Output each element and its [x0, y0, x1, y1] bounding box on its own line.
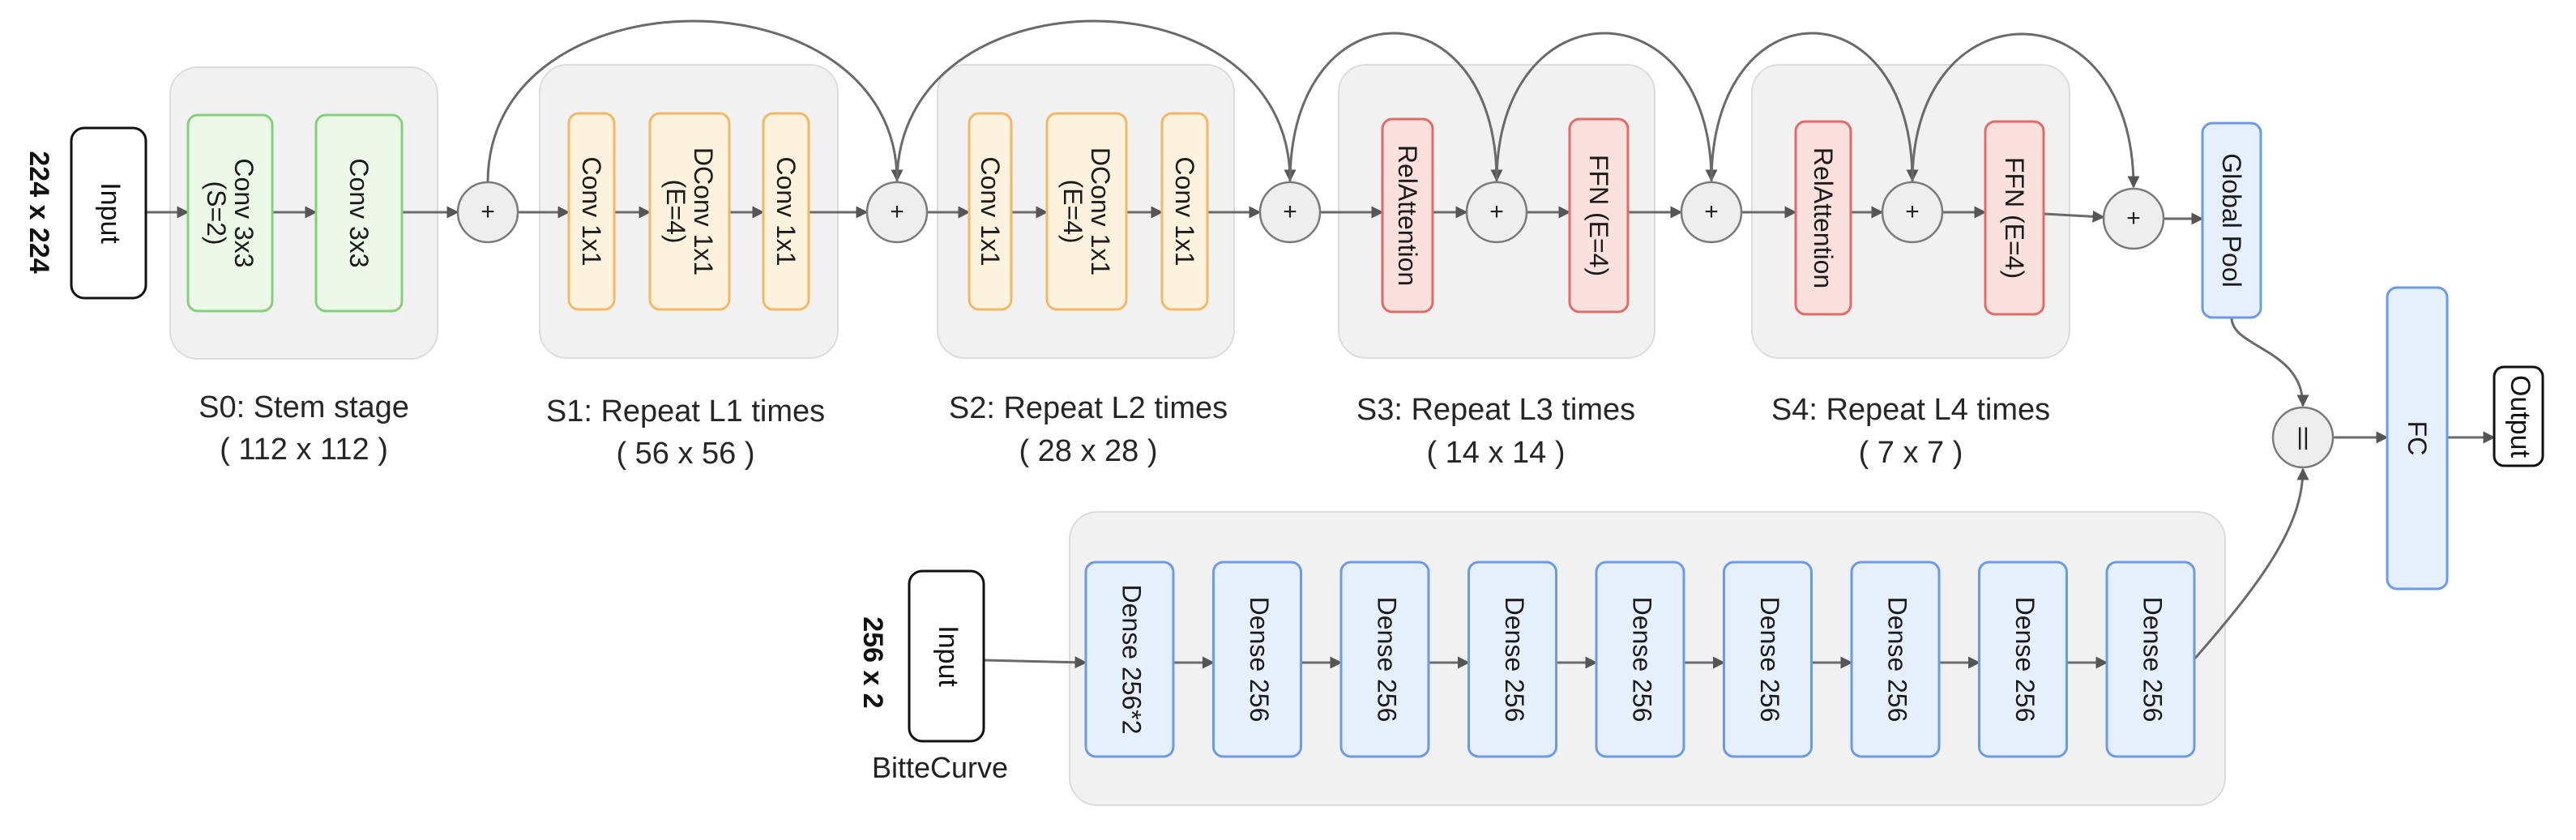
stage-s4-resolution: ( 7 x 7 ): [1859, 436, 1963, 470]
block-conv-1x1: Conv 1x1: [968, 112, 1013, 311]
svg-text:+: +: [890, 198, 904, 225]
block-ffn-e-4: FFN (E=4): [1984, 120, 2045, 316]
block-conv-1x1: Conv 1x1: [567, 112, 616, 311]
dense-block-5: Dense 256: [1595, 561, 1685, 758]
block-conv-1x1: Conv 1x1: [1160, 112, 1209, 311]
dense-block-label: Dense 256: [1245, 597, 1274, 723]
block-label: Conv 3x3: [344, 158, 374, 267]
layer-blocks: Conv 3x3(S=2) Conv 3x3 Conv 1x1 DConv 1x1(E…: [186, 112, 2449, 591]
curve-input-size: 256 x 2: [857, 616, 888, 708]
block-label: Conv 1x1: [1170, 156, 1199, 266]
dense-block-label: Dense 256: [1500, 597, 1529, 723]
stage-s1-caption: S1: Repeat L1 times: [546, 394, 825, 429]
curve-input-label: Input: [933, 625, 963, 687]
dense-block-label: Dense 256: [1373, 597, 1402, 723]
block-label: RelAttention: [1393, 145, 1422, 286]
dense-block-label: Dense 256: [1883, 597, 1912, 723]
block-label: FFN (E=4): [1584, 155, 1613, 276]
stage-s2-caption: S2: Repeat L2 times: [949, 391, 1228, 425]
add-node-3: +: [1258, 181, 1322, 244]
dense-block-7: Dense 256: [1850, 561, 1941, 758]
block-relattention: RelAttention: [1794, 120, 1852, 316]
block-label: FC: [2403, 421, 2432, 456]
block-dconv-1x1: DConv 1x1(E=4): [1045, 112, 1128, 311]
add-node-6: +: [1881, 181, 1944, 244]
svg-text:+: +: [1283, 198, 1297, 225]
dense-block-label: Dense 256: [1755, 597, 1784, 723]
svg-text:+: +: [1704, 198, 1719, 225]
svg-text:||: ||: [2296, 424, 2309, 450]
stage-s0-caption: S0: Stem stage: [199, 390, 409, 424]
connection-arrows: [146, 19, 2496, 669]
operator-nodes: + + + + + + + ||: [456, 181, 2335, 469]
block-label: Conv 1x1: [771, 156, 801, 266]
dense-block-label: Dense 256: [2010, 597, 2040, 723]
image-input-label: Input: [95, 182, 126, 244]
dense-blocks: Dense 256*2 Dense 256 Dense 256 Dense 256 De…: [1084, 561, 2196, 758]
dense-block-1: Dense 256*2: [1084, 561, 1175, 758]
stage-s3-resolution: ( 14 x 14 ): [1426, 436, 1565, 470]
dense-block-label: Dense 256*2: [1117, 584, 1147, 734]
block-label: Global Pool: [2217, 153, 2246, 287]
dense-block-8: Dense 256: [1978, 561, 2068, 758]
block-conv-3x3: Conv 3x3(S=2): [186, 113, 274, 313]
curve-input-box: [908, 569, 985, 743]
dense-block-4: Dense 256: [1467, 561, 1557, 758]
stage-s1-resolution: ( 56 x 56 ): [616, 437, 754, 471]
block-label: FFN (E=4): [2000, 157, 2029, 279]
dense-block-label: Dense 256: [1628, 597, 1657, 723]
block-relattention: RelAttention: [1381, 117, 1434, 313]
block-label: DConv 1x1(E=4): [1058, 147, 1115, 275]
dense-block-6: Dense 256: [1723, 561, 1813, 758]
svg-text:+: +: [1489, 198, 1504, 225]
block-dconv-1x1: DConv 1x1(E=4): [648, 112, 731, 311]
stage-s2-resolution: ( 28 x 28 ): [1019, 434, 1157, 468]
output-box: [2493, 365, 2544, 467]
add-node-4: +: [1465, 181, 1528, 244]
add-node-5: +: [1680, 181, 1743, 244]
stage-s4-caption: S4: Repeat L4 times: [1771, 393, 2050, 427]
svg-text:+: +: [1905, 198, 1920, 225]
block-label: Conv 3x3(S=2): [202, 158, 258, 267]
block-fc: FC: [2386, 286, 2449, 591]
concat-node: ||: [2271, 406, 2335, 469]
add-node-2: +: [865, 181, 929, 244]
stage-s0-resolution: ( 112 x 112 ): [220, 433, 388, 467]
svg-text:+: +: [481, 198, 495, 225]
stage-s3-caption: S3: Repeat L3 times: [1356, 393, 1635, 427]
block-label: Conv 1x1: [577, 156, 606, 266]
curve-input-caption: BitteCurve: [872, 751, 1008, 784]
output-label: Output: [2505, 375, 2535, 458]
block-global-pool: Global Pool: [2201, 122, 2262, 319]
dense-block-2: Dense 256: [1212, 561, 1302, 758]
block-label: RelAttention: [1809, 147, 1838, 288]
dense-block-9: Dense 256: [2105, 561, 2196, 758]
svg-text:+: +: [2126, 205, 2141, 232]
image-input-size: 224 x 224: [23, 151, 54, 273]
block-label: Conv 1x1: [976, 156, 1005, 266]
add-node-1: +: [456, 181, 519, 244]
dense-block-3: Dense 256: [1339, 561, 1430, 758]
block-conv-3x3: Conv 3x3: [314, 113, 404, 313]
block-conv-1x1: Conv 1x1: [762, 112, 810, 311]
block-label: DConv 1x1(E=4): [661, 147, 718, 275]
dense-block-label: Dense 256: [2138, 597, 2168, 723]
block-ffn-e-4: FFN (E=4): [1568, 117, 1630, 313]
image-input-box: [70, 126, 147, 300]
add-node-7: +: [2102, 187, 2165, 250]
